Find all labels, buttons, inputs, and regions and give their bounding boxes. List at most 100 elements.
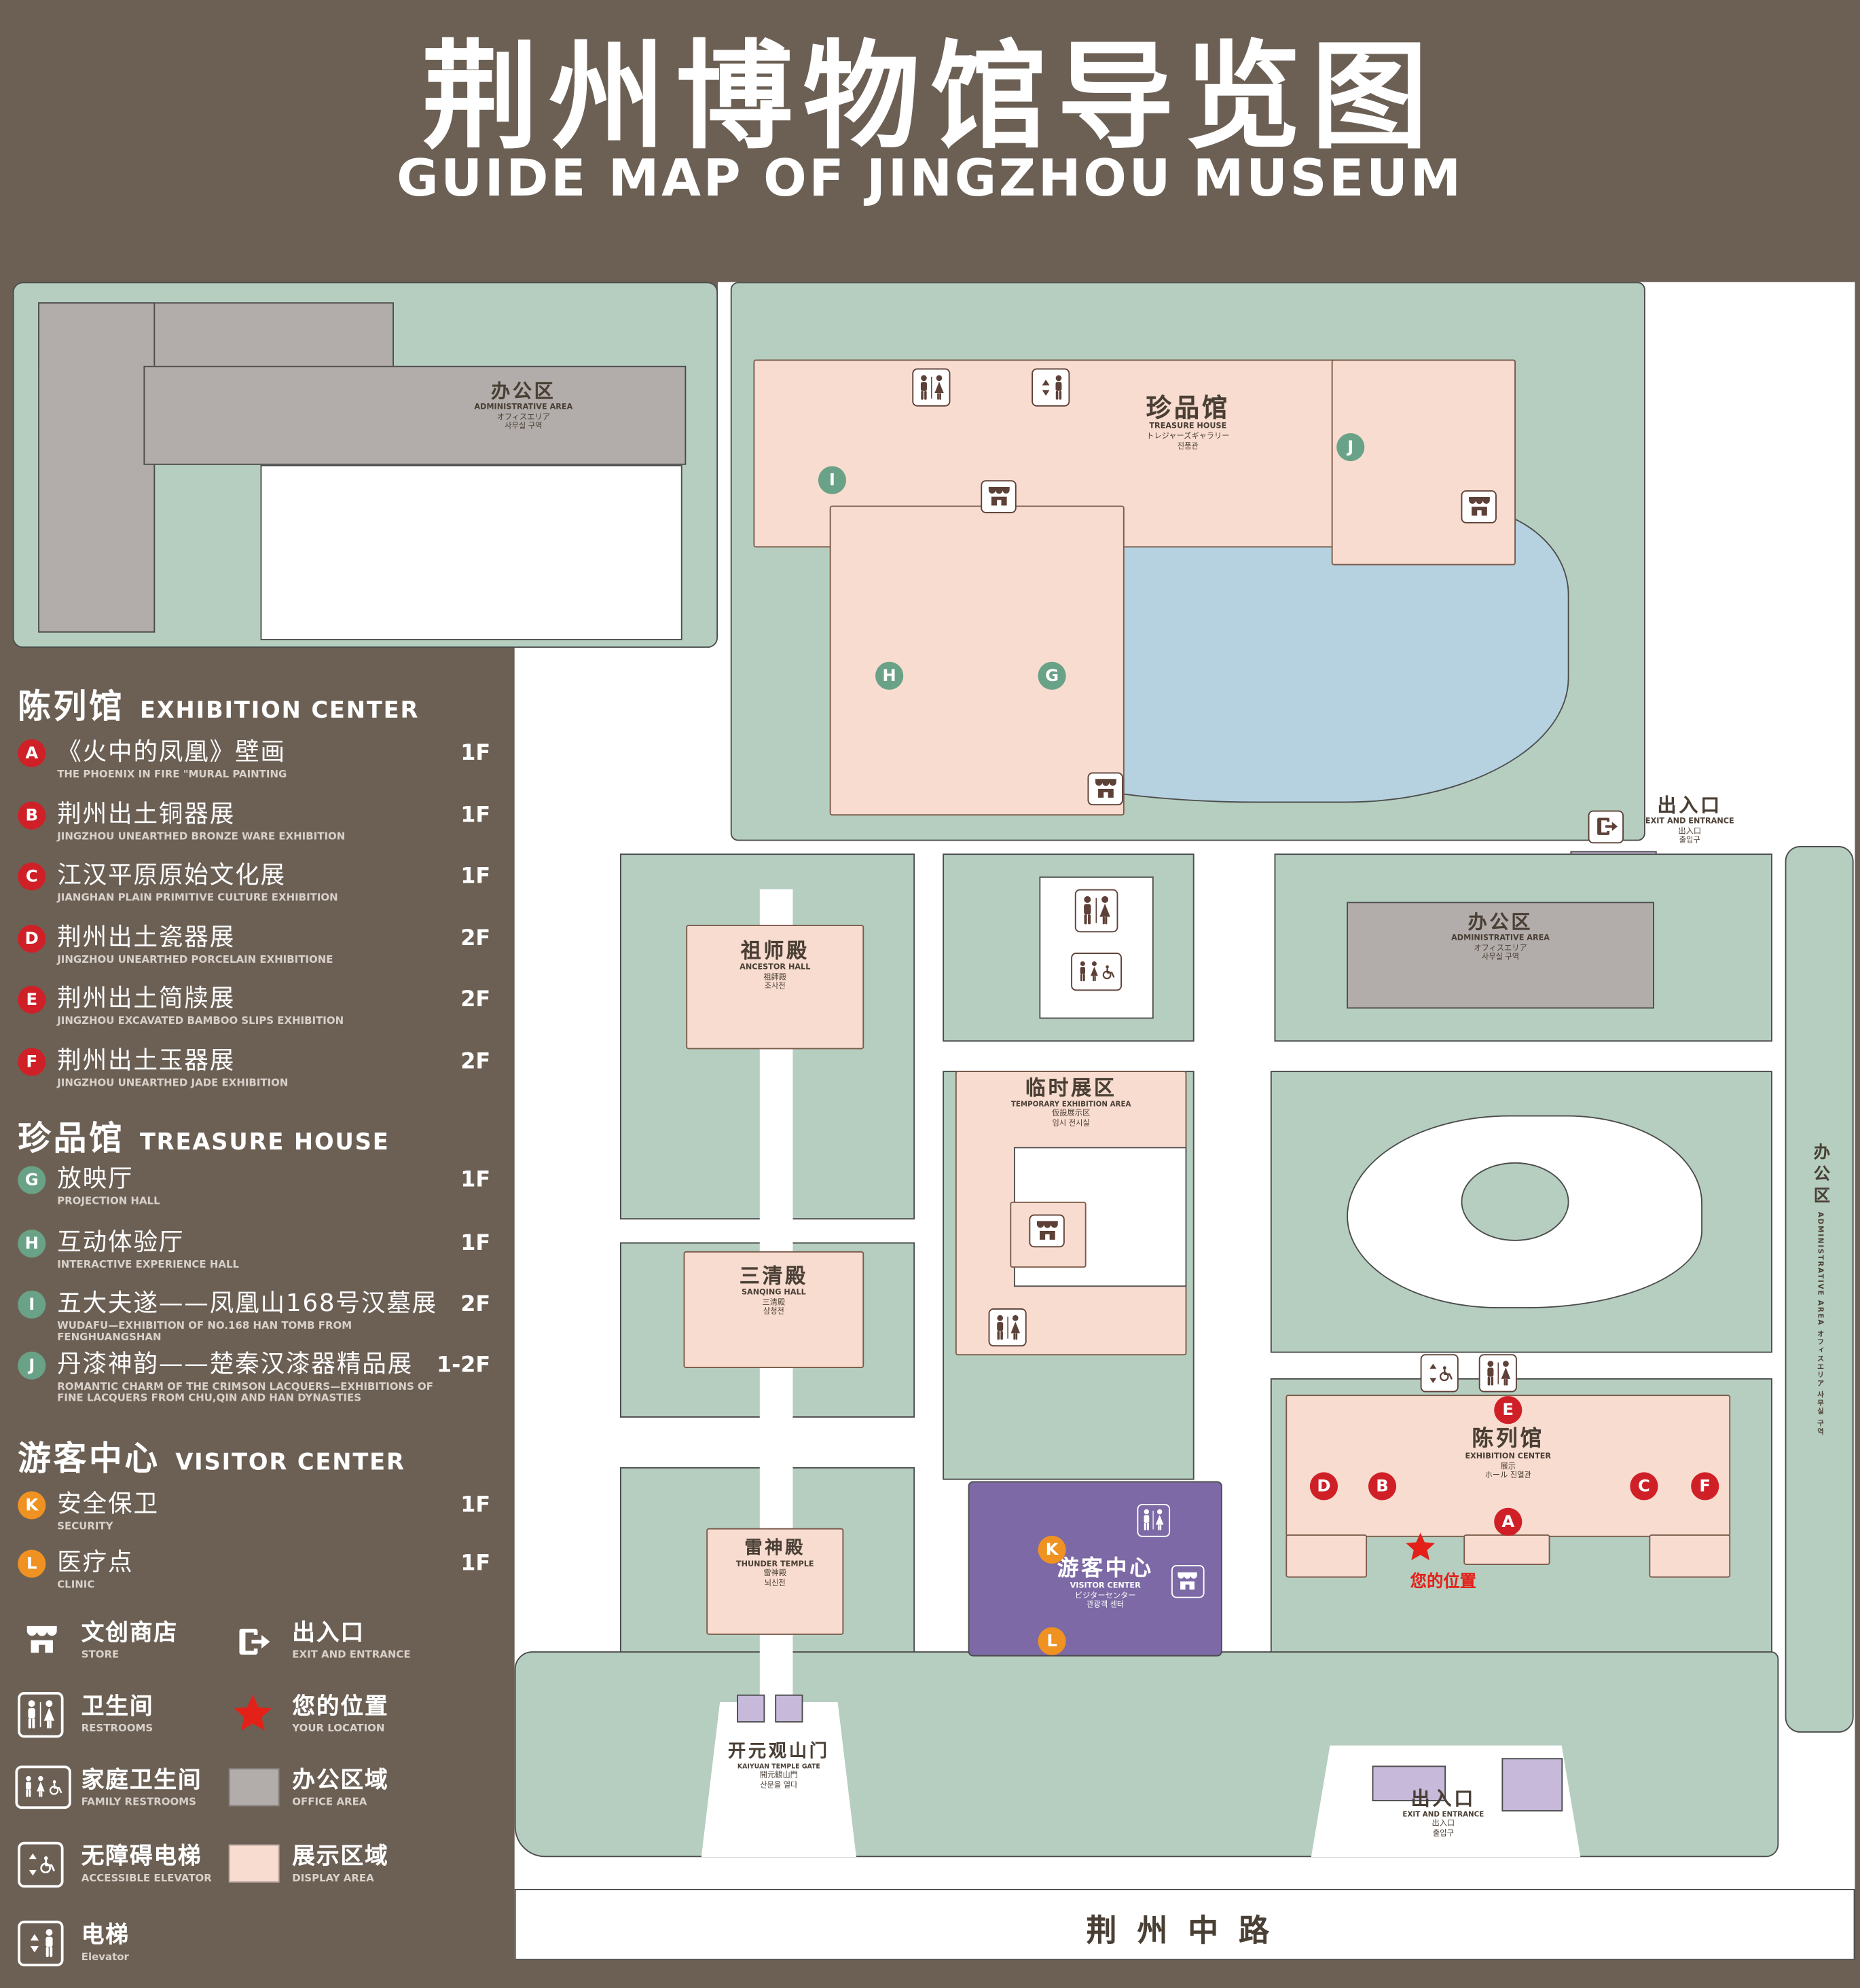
- store-icon: [16, 1619, 67, 1662]
- legend-item-floor: 1-2F: [436, 1352, 491, 1378]
- legend-item-E: E 荆州出土简牍展 JINGZHOU EXCAVATED BAMBOO SLIP…: [18, 984, 493, 1027]
- legend-item-H: H 互动体验厅 INTERACTIVE EXPERIENCE HALL 1F: [18, 1228, 493, 1270]
- legend-item-C: C 江汉平原原始文化展 JIANGHAN PLAIN PRIMITIVE CUL…: [18, 862, 493, 903]
- legend-marker-C: C: [18, 862, 46, 891]
- road: [514, 1889, 1855, 1960]
- legend-marker-J: J: [18, 1351, 46, 1380]
- legend-marker-I: I: [18, 1290, 46, 1319]
- exhibition-center-south-tab: [1463, 1534, 1550, 1565]
- legend-item-en: SECURITY: [57, 1520, 113, 1532]
- legend-item-zh: 荆州出土铜器展: [57, 800, 236, 828]
- legend-item-A: A 《火中的凤凰》壁画 THE PHOENIX IN FIRE "MURAL P…: [18, 739, 493, 780]
- legend-item-en: JINGZHOU EXCAVATED BAMBOO SLIPS EXHIBITI…: [57, 1014, 344, 1027]
- legend-marker-E: E: [18, 985, 46, 1014]
- location-star-icon: [230, 1692, 276, 1735]
- marker-E: E: [1494, 1396, 1522, 1424]
- exit-icon: [229, 1619, 277, 1664]
- treasure-house-south-wing: [829, 505, 1125, 816]
- ancestor-hall-label: 祖师殿 ANCESTOR HALL 祖師殿 조사전: [740, 938, 811, 991]
- legend-item-en: ROMANTIC CHARM OF THE CRIMSON LACQUERS—E…: [57, 1380, 433, 1404]
- south-exit-kiosk: [1372, 1765, 1446, 1801]
- marker-J: J: [1336, 432, 1365, 462]
- legend-item-F: F 荆州出土玉器展 JINGZHOU UNEARTHED JADE EXHIBI…: [18, 1048, 493, 1088]
- legend-item-en: JIANGHAN PLAIN PRIMITIVE CULTURE EXHIBIT…: [57, 891, 338, 904]
- location-star-icon: [1404, 1530, 1437, 1564]
- temporary-exhibition-label: 临时展区 TEMPORARY EXHIBITION AREA 仮設展示区 임시 …: [1010, 1075, 1131, 1128]
- legend-item-en: WUDAFU—EXHIBITION OF NO.168 HAN TOMB FRO…: [57, 1319, 352, 1344]
- admin-strip-area: [1785, 846, 1854, 1733]
- legend-marker-L: L: [18, 1549, 46, 1578]
- legend-item-D: D 荆州出土瓷器展 JINGZHOU UNEARTHED PORCELAIN E…: [18, 923, 493, 965]
- legend-item-zh: 医疗点: [57, 1548, 134, 1577]
- south-exit-kiosk: [1501, 1758, 1563, 1811]
- legend-item-zh: 荆州出土简牍展: [57, 984, 236, 1013]
- thunder-temple-label: 雷神殿 THUNDER TEMPLE 雷神殿 뇌신전: [735, 1538, 814, 1588]
- legend-item-floor: 1F: [460, 1167, 491, 1193]
- legend-item-floor: 2F: [460, 1049, 491, 1075]
- admin-strip-label: 办公区 ADMINISTRATIVE AREA オフィスエリア 사무실 구역: [1810, 1142, 1829, 1436]
- legend-item-zh: 荆州出土瓷器展: [57, 923, 236, 952]
- legend-item-en: PROJECTION HALL: [57, 1195, 160, 1207]
- store-icon: [981, 480, 1017, 513]
- legend-item-zh: 互动体验厅: [57, 1228, 185, 1257]
- restroom-icon: [912, 368, 951, 407]
- restroom-icon: [18, 1692, 64, 1738]
- admin-east-label: 办公区 ADMINISTRATIVE AREA オフィスエリア 사무실 구역: [1451, 910, 1550, 962]
- restroom-icon: [1074, 889, 1118, 933]
- legend-item-floor: 1F: [460, 864, 491, 889]
- gate-kiosk: [737, 1694, 765, 1723]
- admin-east-building: [1347, 902, 1654, 1009]
- admin-nw-building-bar: [143, 365, 687, 465]
- exit-ne-label: 出入口 EXIT AND ENTRANCE 出入口 출입구: [1645, 794, 1734, 845]
- office-area-swatch: [228, 1768, 280, 1807]
- legend-item-L: L 医疗点 CLINIC 1F: [18, 1549, 493, 1590]
- legend-item-floor: 1F: [460, 1492, 491, 1518]
- store-icon: [1087, 772, 1123, 806]
- page-title: 荆州博物馆导览图: [422, 29, 1438, 166]
- exit-south-label: 出入口 EXIT AND ENTRANCE 出入口 출입구: [1402, 1787, 1484, 1838]
- legend-item-B: B 荆州出土铜器展 JINGZHOU UNEARTHED BRONZE WARE…: [18, 800, 493, 843]
- exhibition-center-west-tab: [1285, 1534, 1368, 1578]
- legend-item-floor: 1F: [460, 1230, 491, 1257]
- kaiyuan-gate-label: 开元观山门 KAIYUAN TEMPLE GATE 開元観山門 산문을 열다: [728, 1742, 830, 1790]
- legend-item-en: JINGZHOU UNEARTHED JADE EXHIBITION: [57, 1077, 289, 1089]
- marker-F: F: [1691, 1472, 1719, 1501]
- legend-marker-D: D: [18, 925, 46, 953]
- legend-item-floor: 2F: [460, 987, 491, 1013]
- legend-item-zh: 江汉平原原始文化展: [57, 861, 286, 889]
- admin-nw-building-left: [38, 302, 156, 633]
- south-green-band: [514, 1651, 1779, 1858]
- legend-item-zh: 荆州出土玉器展: [57, 1046, 236, 1075]
- marker-I: I: [818, 466, 847, 494]
- legend-marker-A: A: [18, 739, 46, 768]
- visitor-center-building: [968, 1481, 1222, 1657]
- legend-item-floor: 1F: [460, 803, 491, 828]
- your-location-label: 您的位置: [1410, 1572, 1477, 1592]
- gate-opening: [701, 1702, 856, 1858]
- road-label: 荆州中路: [1086, 1913, 1290, 1949]
- legend-marker-H: H: [18, 1230, 46, 1258]
- legend-item-en: CLINIC: [57, 1579, 95, 1591]
- family-restroom-icon: [1071, 953, 1123, 991]
- legend-item-G: G 放映厅 PROJECTION HALL 1F: [18, 1166, 493, 1207]
- legend-marker-B: B: [18, 801, 46, 830]
- legend-marker-K: K: [18, 1491, 46, 1520]
- ancestor-hall-building: [686, 925, 864, 1050]
- legend-item-en: JINGZHOU UNEARTHED PORCELAIN EXHIBITIONE: [57, 953, 333, 965]
- legend-marker-G: G: [18, 1166, 46, 1194]
- legend-item-K: K 安全保卫 SECURITY 1F: [18, 1491, 493, 1532]
- legend-marker-F: F: [18, 1048, 46, 1076]
- legend-item-zh: 《火中的凤凰》壁画: [57, 737, 286, 767]
- store-icon: [1029, 1214, 1065, 1248]
- legend-item-zh: 丹漆神韵——楚秦汉漆器精品展: [57, 1350, 414, 1378]
- legend-item-floor: 1F: [460, 1551, 491, 1577]
